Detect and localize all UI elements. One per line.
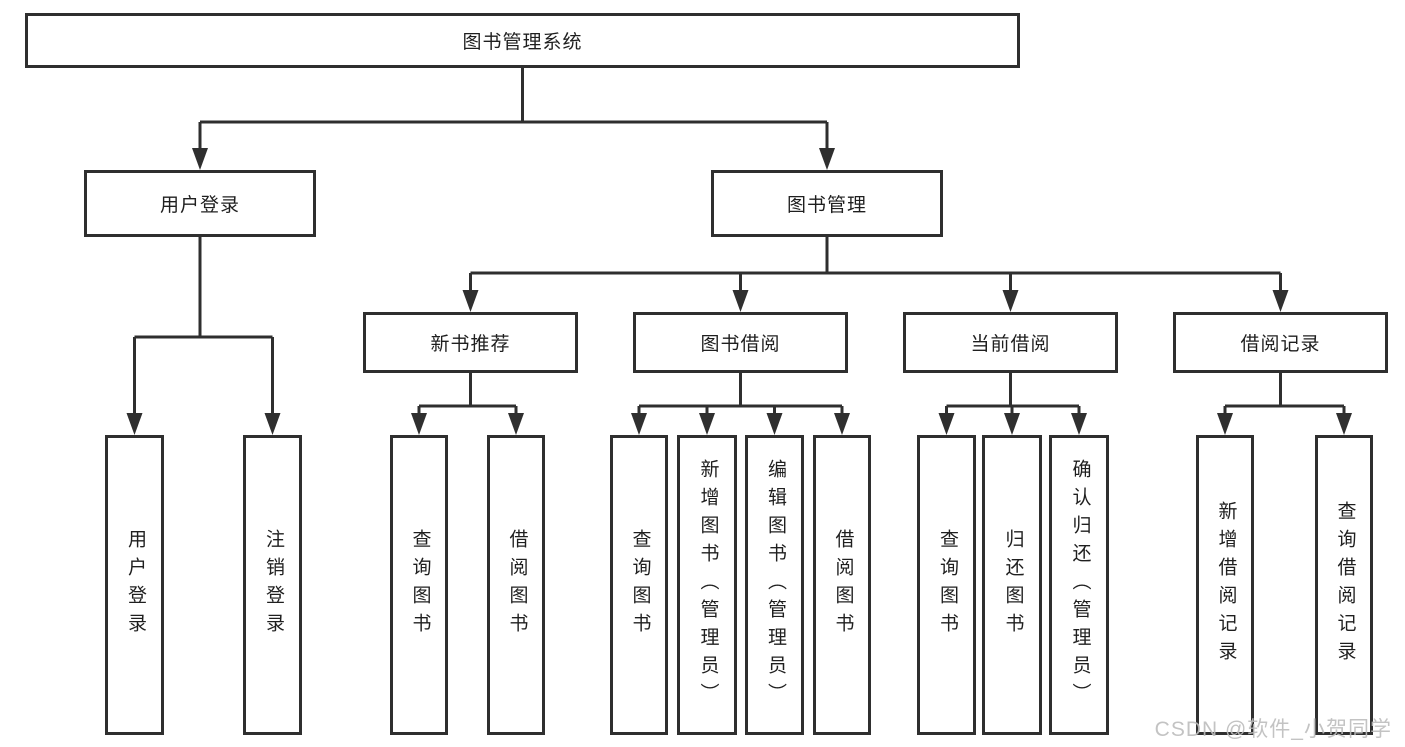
leaf-current-confirm-label: 确认归还（管理员） [1069, 459, 1091, 711]
leaf-current-return: 归还图书 [982, 435, 1042, 735]
leaf-current-query-label: 查询图书 [936, 529, 958, 641]
connector-root [192, 68, 835, 170]
leaf-current-return-label: 归还图书 [1002, 529, 1024, 641]
leaf-records-query: 查询借阅记录 [1315, 435, 1373, 735]
leaf-borrow-query-label: 查询图书 [629, 529, 651, 641]
connector-new-books [411, 373, 524, 435]
leaf-records-query-label: 查询借阅记录 [1334, 501, 1356, 669]
leaf-borrow-query: 查询图书 [610, 435, 668, 735]
leaf-user-login-label: 用户登录 [124, 529, 146, 641]
leaf-user-login: 用户登录 [105, 435, 164, 735]
leaf-newbooks-query: 查询图书 [390, 435, 448, 735]
leaf-borrow-add: 新增图书（管理员） [677, 435, 737, 735]
node-new-books: 新书推荐 [363, 312, 578, 373]
node-book-mgmt: 图书管理 [711, 170, 943, 237]
connector-book-mgmt [462, 237, 1289, 312]
leaf-current-confirm: 确认归还（管理员） [1049, 435, 1109, 735]
leaf-records-add-label: 新增借阅记录 [1215, 501, 1237, 669]
leaf-newbooks-borrow-label: 借阅图书 [506, 529, 528, 641]
connector-borrow-records [1217, 373, 1352, 435]
leaf-borrow-borrow-label: 借阅图书 [832, 529, 854, 641]
node-book-borrow: 图书借阅 [633, 312, 848, 373]
node-borrow-records: 借阅记录 [1173, 312, 1388, 373]
leaf-borrow-edit: 编辑图书（管理员） [745, 435, 804, 735]
connector-current-borrow [938, 373, 1087, 435]
connector-book-borrow [631, 373, 850, 435]
node-current-borrow: 当前借阅 [903, 312, 1118, 373]
leaf-borrow-add-label: 新增图书（管理员） [697, 459, 719, 711]
leaf-logout-label: 注销登录 [262, 529, 284, 641]
leaf-records-add: 新增借阅记录 [1196, 435, 1254, 735]
leaf-current-query: 查询图书 [917, 435, 976, 735]
leaf-borrow-borrow: 借阅图书 [813, 435, 871, 735]
connector-user-login [126, 237, 281, 435]
node-root: 图书管理系统 [25, 13, 1020, 68]
leaf-logout: 注销登录 [243, 435, 302, 735]
csdn-watermark: CSDN @软件_小贺同学 [1154, 718, 1392, 741]
leaf-newbooks-query-label: 查询图书 [409, 529, 431, 641]
leaf-borrow-edit-label: 编辑图书（管理员） [764, 459, 786, 711]
node-user-login: 用户登录 [84, 170, 316, 237]
leaf-newbooks-borrow: 借阅图书 [487, 435, 545, 735]
